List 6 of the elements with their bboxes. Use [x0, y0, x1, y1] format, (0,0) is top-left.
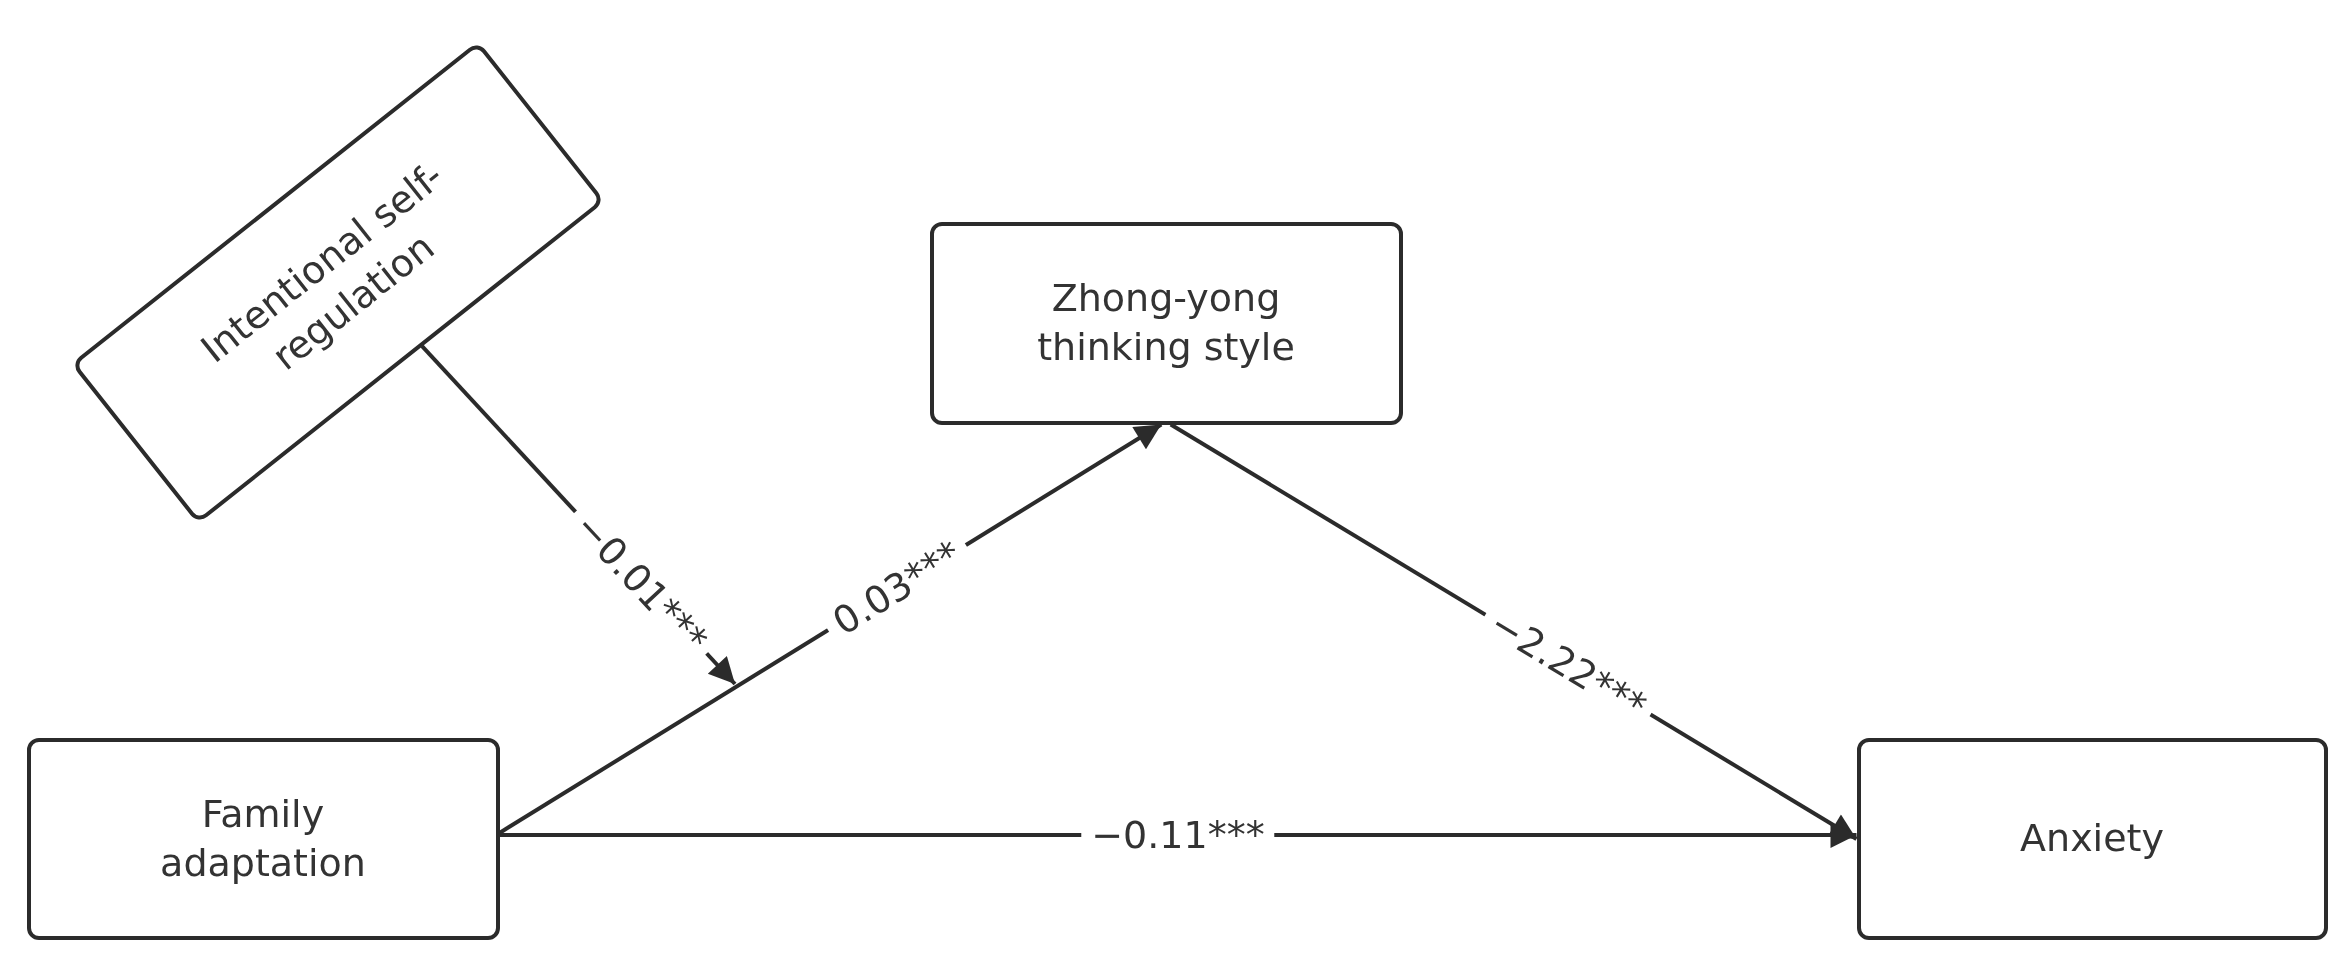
- variable-box: [26, 738, 500, 940]
- variable-box: [1856, 738, 2328, 940]
- variable-label: Family adaptation: [159, 790, 367, 887]
- variable-label: Zhong-yong thinking style: [1036, 274, 1296, 371]
- variable-label: Anxiety: [2020, 815, 2164, 863]
- variable-box: [929, 221, 1403, 425]
